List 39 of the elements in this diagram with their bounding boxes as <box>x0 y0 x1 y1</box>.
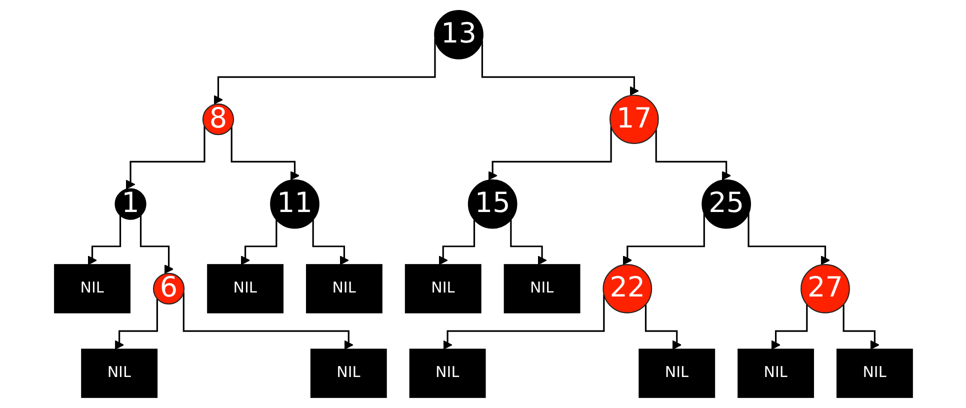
arrow <box>125 126 205 190</box>
node-box: NIL <box>836 348 912 398</box>
node-circle: 1 <box>114 188 146 220</box>
node-box: NIL <box>638 348 715 398</box>
node-box: NIL <box>206 264 284 314</box>
node-box: NIL <box>306 264 382 314</box>
arrow <box>480 40 638 96</box>
node-box: NIL <box>408 348 486 398</box>
node-circle: 27 <box>800 264 850 314</box>
arrow <box>770 304 808 350</box>
node-box: NIL <box>54 264 130 314</box>
node-circle: 8 <box>202 104 234 136</box>
arrow <box>240 220 277 266</box>
node-box: NIL <box>310 348 386 398</box>
arrow <box>230 126 299 180</box>
node-box: NIL <box>737 348 814 398</box>
arrow <box>312 220 348 266</box>
arrow <box>644 304 682 350</box>
arrow <box>842 304 879 350</box>
node-circle: 15 <box>467 179 517 229</box>
node-circle: 13 <box>434 10 483 60</box>
arrow <box>182 292 353 350</box>
arrow <box>622 214 704 265</box>
node-circle: 11 <box>270 179 319 229</box>
arrow <box>114 298 158 350</box>
arrow <box>510 220 546 266</box>
arrow <box>87 215 121 266</box>
node-circle: 25 <box>701 179 751 229</box>
arrow <box>654 129 731 180</box>
node-box: NIL <box>503 264 580 314</box>
node-circle: 17 <box>609 94 658 144</box>
arrow <box>438 220 475 266</box>
arrow <box>139 215 173 274</box>
node-circle: 6 <box>152 272 184 305</box>
arrow <box>747 214 830 265</box>
arrow <box>487 126 612 180</box>
node-circle: 22 <box>602 264 652 314</box>
node-box: NIL <box>80 348 158 398</box>
node-box: NIL <box>404 264 481 314</box>
